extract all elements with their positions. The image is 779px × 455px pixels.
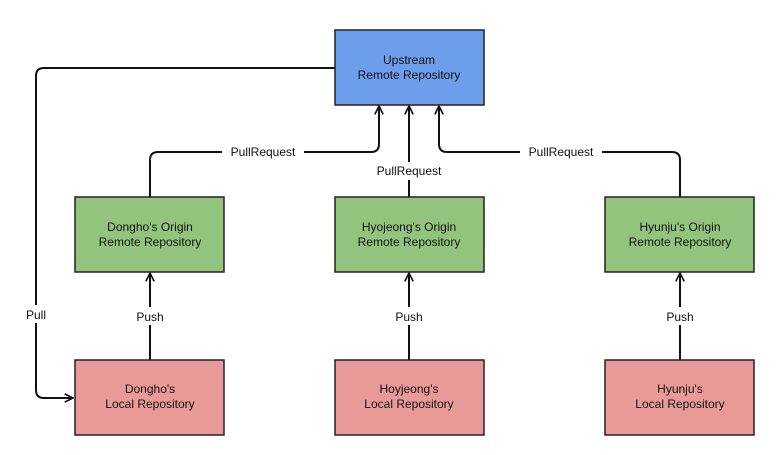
pull-label: Pull [26,308,46,322]
hyojeong-origin-subtitle: Remote Repository [358,235,461,249]
dongho-local-node: Dongho's Local Repository [74,359,225,436]
upstream-remote-title: Upstream [383,53,435,67]
hyunju-local-title: Hyunju's [657,382,703,396]
dongho-origin-title: Dongho's Origin [107,220,193,234]
dongho-local-title: Dongho's [125,382,175,396]
hyojeong-origin-box [334,196,485,273]
hyunju-local-box [604,359,755,436]
hyunju-origin-subtitle: Remote Repository [629,235,732,249]
hoyjeong-local-node: Hoyjeong's Local Repository [334,359,485,436]
push-hyojeong-label: Push [395,310,422,324]
upstream-remote-node: Upstream Remote Repository [334,29,485,106]
hoyjeong-local-subtitle: Local Repository [364,397,453,411]
pullrequest-dongho-label: PullRequest [231,145,296,159]
hyunju-origin-box [604,196,755,273]
dongho-origin-box [74,196,225,273]
hyojeong-origin-node: Hyojeong's Origin Remote Repository [334,196,485,273]
pullrequest-hyojeong-label: PullRequest [377,164,442,178]
pullrequest-hyunju-label: PullRequest [529,145,594,159]
pull-edge [35,67,335,398]
hyunju-origin-node: Hyunju's Origin Remote Repository [604,196,755,273]
hoyjeong-local-box [334,359,485,436]
upstream-remote-box [334,29,485,106]
dongho-origin-subtitle: Remote Repository [99,235,202,249]
push-hyunju-label: Push [666,310,693,324]
dongho-local-box [74,359,225,436]
hyunju-local-subtitle: Local Repository [635,397,724,411]
dongho-local-subtitle: Local Repository [105,397,194,411]
upstream-remote-subtitle: Remote Repository [358,68,461,82]
hyunju-local-node: Hyunju's Local Repository [604,359,755,436]
hyojeong-origin-title: Hyojeong's Origin [362,220,456,234]
push-dongho-label: Push [136,310,163,324]
hoyjeong-local-title: Hoyjeong's [380,382,439,396]
hyunju-origin-title: Hyunju's Origin [640,220,721,234]
dongho-origin-node: Dongho's Origin Remote Repository [74,196,225,273]
